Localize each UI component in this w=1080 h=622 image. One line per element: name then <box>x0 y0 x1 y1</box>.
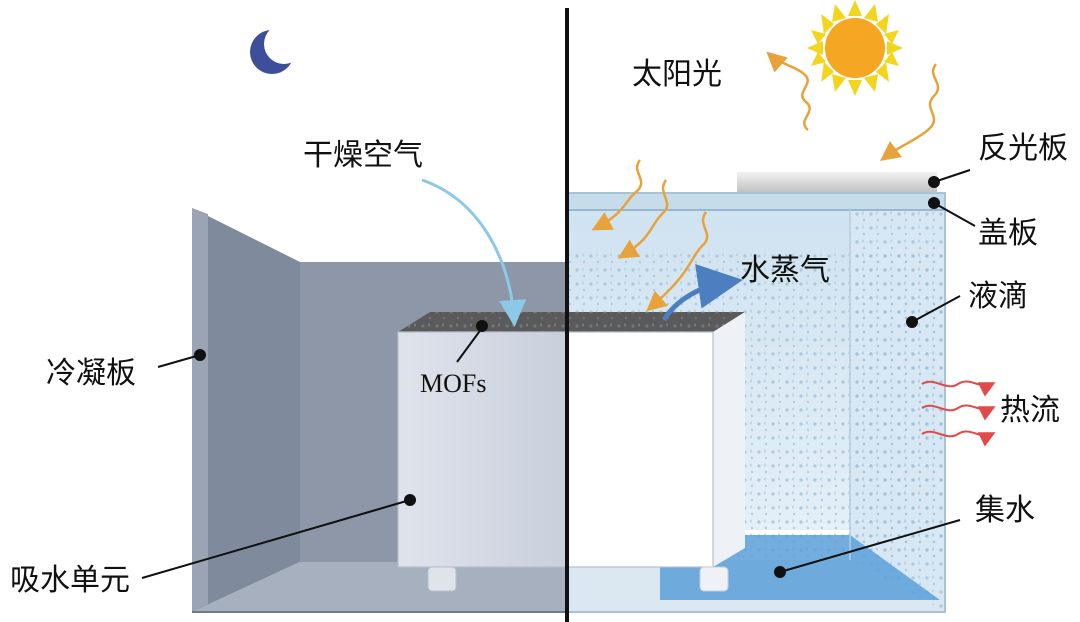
vapor-arrow <box>661 263 743 322</box>
condenser-floor <box>192 562 567 612</box>
cover-plate <box>567 192 946 211</box>
label-mofs: MOFs <box>420 369 486 398</box>
label-droplets: 液滴 <box>968 279 1028 314</box>
label-water-collect: 集水 <box>975 493 1035 528</box>
sunlight-rays <box>591 51 940 312</box>
absorber-front-day <box>567 332 713 567</box>
label-condenser: 冷凝板 <box>46 356 136 391</box>
dry-air-arrow <box>421 178 527 327</box>
label-dry-air: 干燥空气 <box>303 138 423 173</box>
absorber-unit <box>397 312 745 592</box>
absorber-front-night <box>398 332 567 567</box>
label-sunlight: 太阳光 <box>632 57 722 92</box>
leader-lines <box>141 169 976 579</box>
heat-flow-arrows <box>921 380 996 447</box>
reflector-plate <box>737 172 937 194</box>
absorber-leg <box>699 566 729 592</box>
label-absorber: 吸水单元 <box>10 563 130 598</box>
condenser-side-wall <box>192 208 300 612</box>
absorber-leg <box>427 566 457 592</box>
sun-icon <box>807 0 903 96</box>
day-side <box>567 172 946 613</box>
label-cover: 盖板 <box>978 216 1038 251</box>
label-reflector: 反光板 <box>978 131 1068 166</box>
moon-icon <box>250 24 304 74</box>
label-heat-flow: 热流 <box>1000 393 1060 428</box>
label-vapor: 水蒸气 <box>740 253 830 288</box>
